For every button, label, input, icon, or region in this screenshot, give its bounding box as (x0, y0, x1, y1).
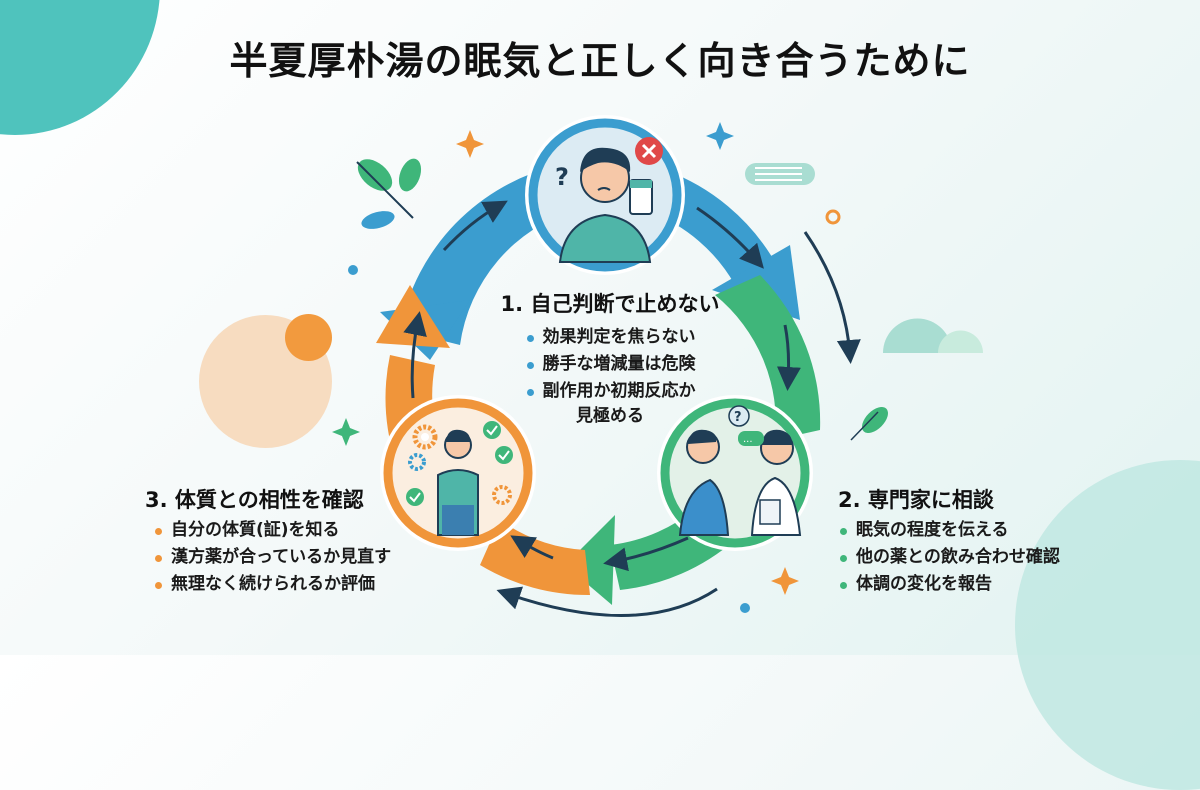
step1-bullets: 効果判定を焦らない 勝手な増減量は危険 副作用か初期反応か (525, 324, 696, 405)
step1-bullet: 副作用か初期反応か (525, 378, 696, 405)
speech-bubble-question-icon (728, 405, 750, 427)
step1-bullet-continuation: 見極める (576, 406, 644, 426)
gear-icon (412, 424, 438, 450)
step3-bullet: 自分の体質(証)を知る (153, 517, 391, 544)
svg-text:...: ... (743, 434, 753, 445)
step1-title: 1. 自己判断で止めない (500, 292, 720, 316)
cycle-diagram: ? ? ... (332, 115, 983, 617)
direction-arrows (403, 200, 861, 617)
step3-illustration (380, 395, 536, 551)
step3-title: 3. 体質との相性を確認 (145, 488, 364, 512)
sparkle-icon (456, 130, 484, 158)
step2-bullet: 体調の変化を報告 (838, 571, 1060, 598)
step2-bullet: 他の薬との飲み合わせ確認 (838, 544, 1060, 571)
step2-illustration: ? ... (657, 395, 813, 551)
speech-bubble-icon (745, 163, 815, 185)
speech-bubble-dots-icon (738, 431, 764, 446)
sparkle-icon (332, 418, 360, 446)
step3-bullet: 無理なく続けられるか評価 (153, 571, 391, 598)
ring-decoration (825, 209, 841, 225)
check-icon (406, 488, 424, 506)
dot-decoration (348, 265, 358, 275)
check-icon (495, 446, 513, 464)
step1-text: 1. 自己判断で止めない 効果判定を焦らない 勝手な増減量は危険 副作用か初期反… (480, 288, 740, 427)
dot-decoration (740, 603, 750, 613)
orange-circle (285, 314, 332, 361)
gear-icon (408, 453, 426, 471)
svg-text:?: ? (734, 410, 742, 425)
step1-bullet: 効果判定を焦らない (525, 324, 696, 351)
step2-bullets: 眠気の程度を伝える 他の薬との飲み合わせ確認 体調の変化を報告 (838, 517, 1060, 598)
check-icon (483, 421, 501, 439)
step2-title: 2. 専門家に相談 (838, 488, 994, 512)
step3-bullet: 漢方薬が合っているか見直す (153, 544, 391, 571)
leaf-icon (850, 407, 888, 441)
cloud-decoration (883, 318, 983, 353)
gear-icon (492, 485, 512, 505)
question-mark-icon: ? (555, 163, 569, 191)
page-title: 半夏厚朴湯の眠気と正しく向き合うために (229, 39, 971, 83)
sparkle-icon (706, 122, 734, 150)
step1-illustration: ? (525, 115, 685, 275)
sparkle-icon (771, 567, 799, 595)
step1-bullet: 勝手な増減量は危険 (525, 351, 696, 378)
leaf-icon (356, 158, 422, 229)
step3-bullets: 自分の体質(証)を知る 漢方薬が合っているか見直す 無理なく続けられるか評価 (153, 517, 391, 598)
step2-bullet: 眠気の程度を伝える (838, 517, 1060, 544)
